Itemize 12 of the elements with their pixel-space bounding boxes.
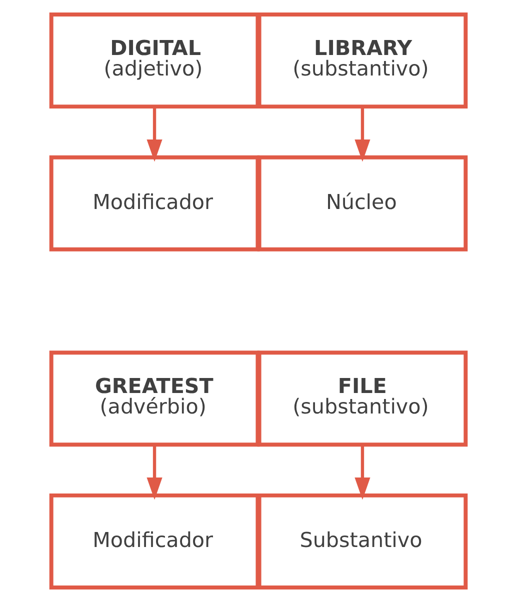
node-box: Substantivo <box>256 493 468 590</box>
arrow <box>146 445 162 500</box>
node-box: GREATEST (advérbio) <box>48 350 260 447</box>
node-box: Modificador <box>48 493 260 590</box>
arrow <box>146 107 162 162</box>
arrow <box>354 445 370 500</box>
node-box: Núcleo <box>256 155 468 252</box>
node-box: DIGITAL (adjetivo) <box>48 12 260 109</box>
node-box: LIBRARY (substantivo) <box>256 12 468 109</box>
arrow <box>354 107 370 162</box>
node-box: FILE (substantivo) <box>256 350 468 447</box>
node-box: Modificador <box>48 155 260 252</box>
